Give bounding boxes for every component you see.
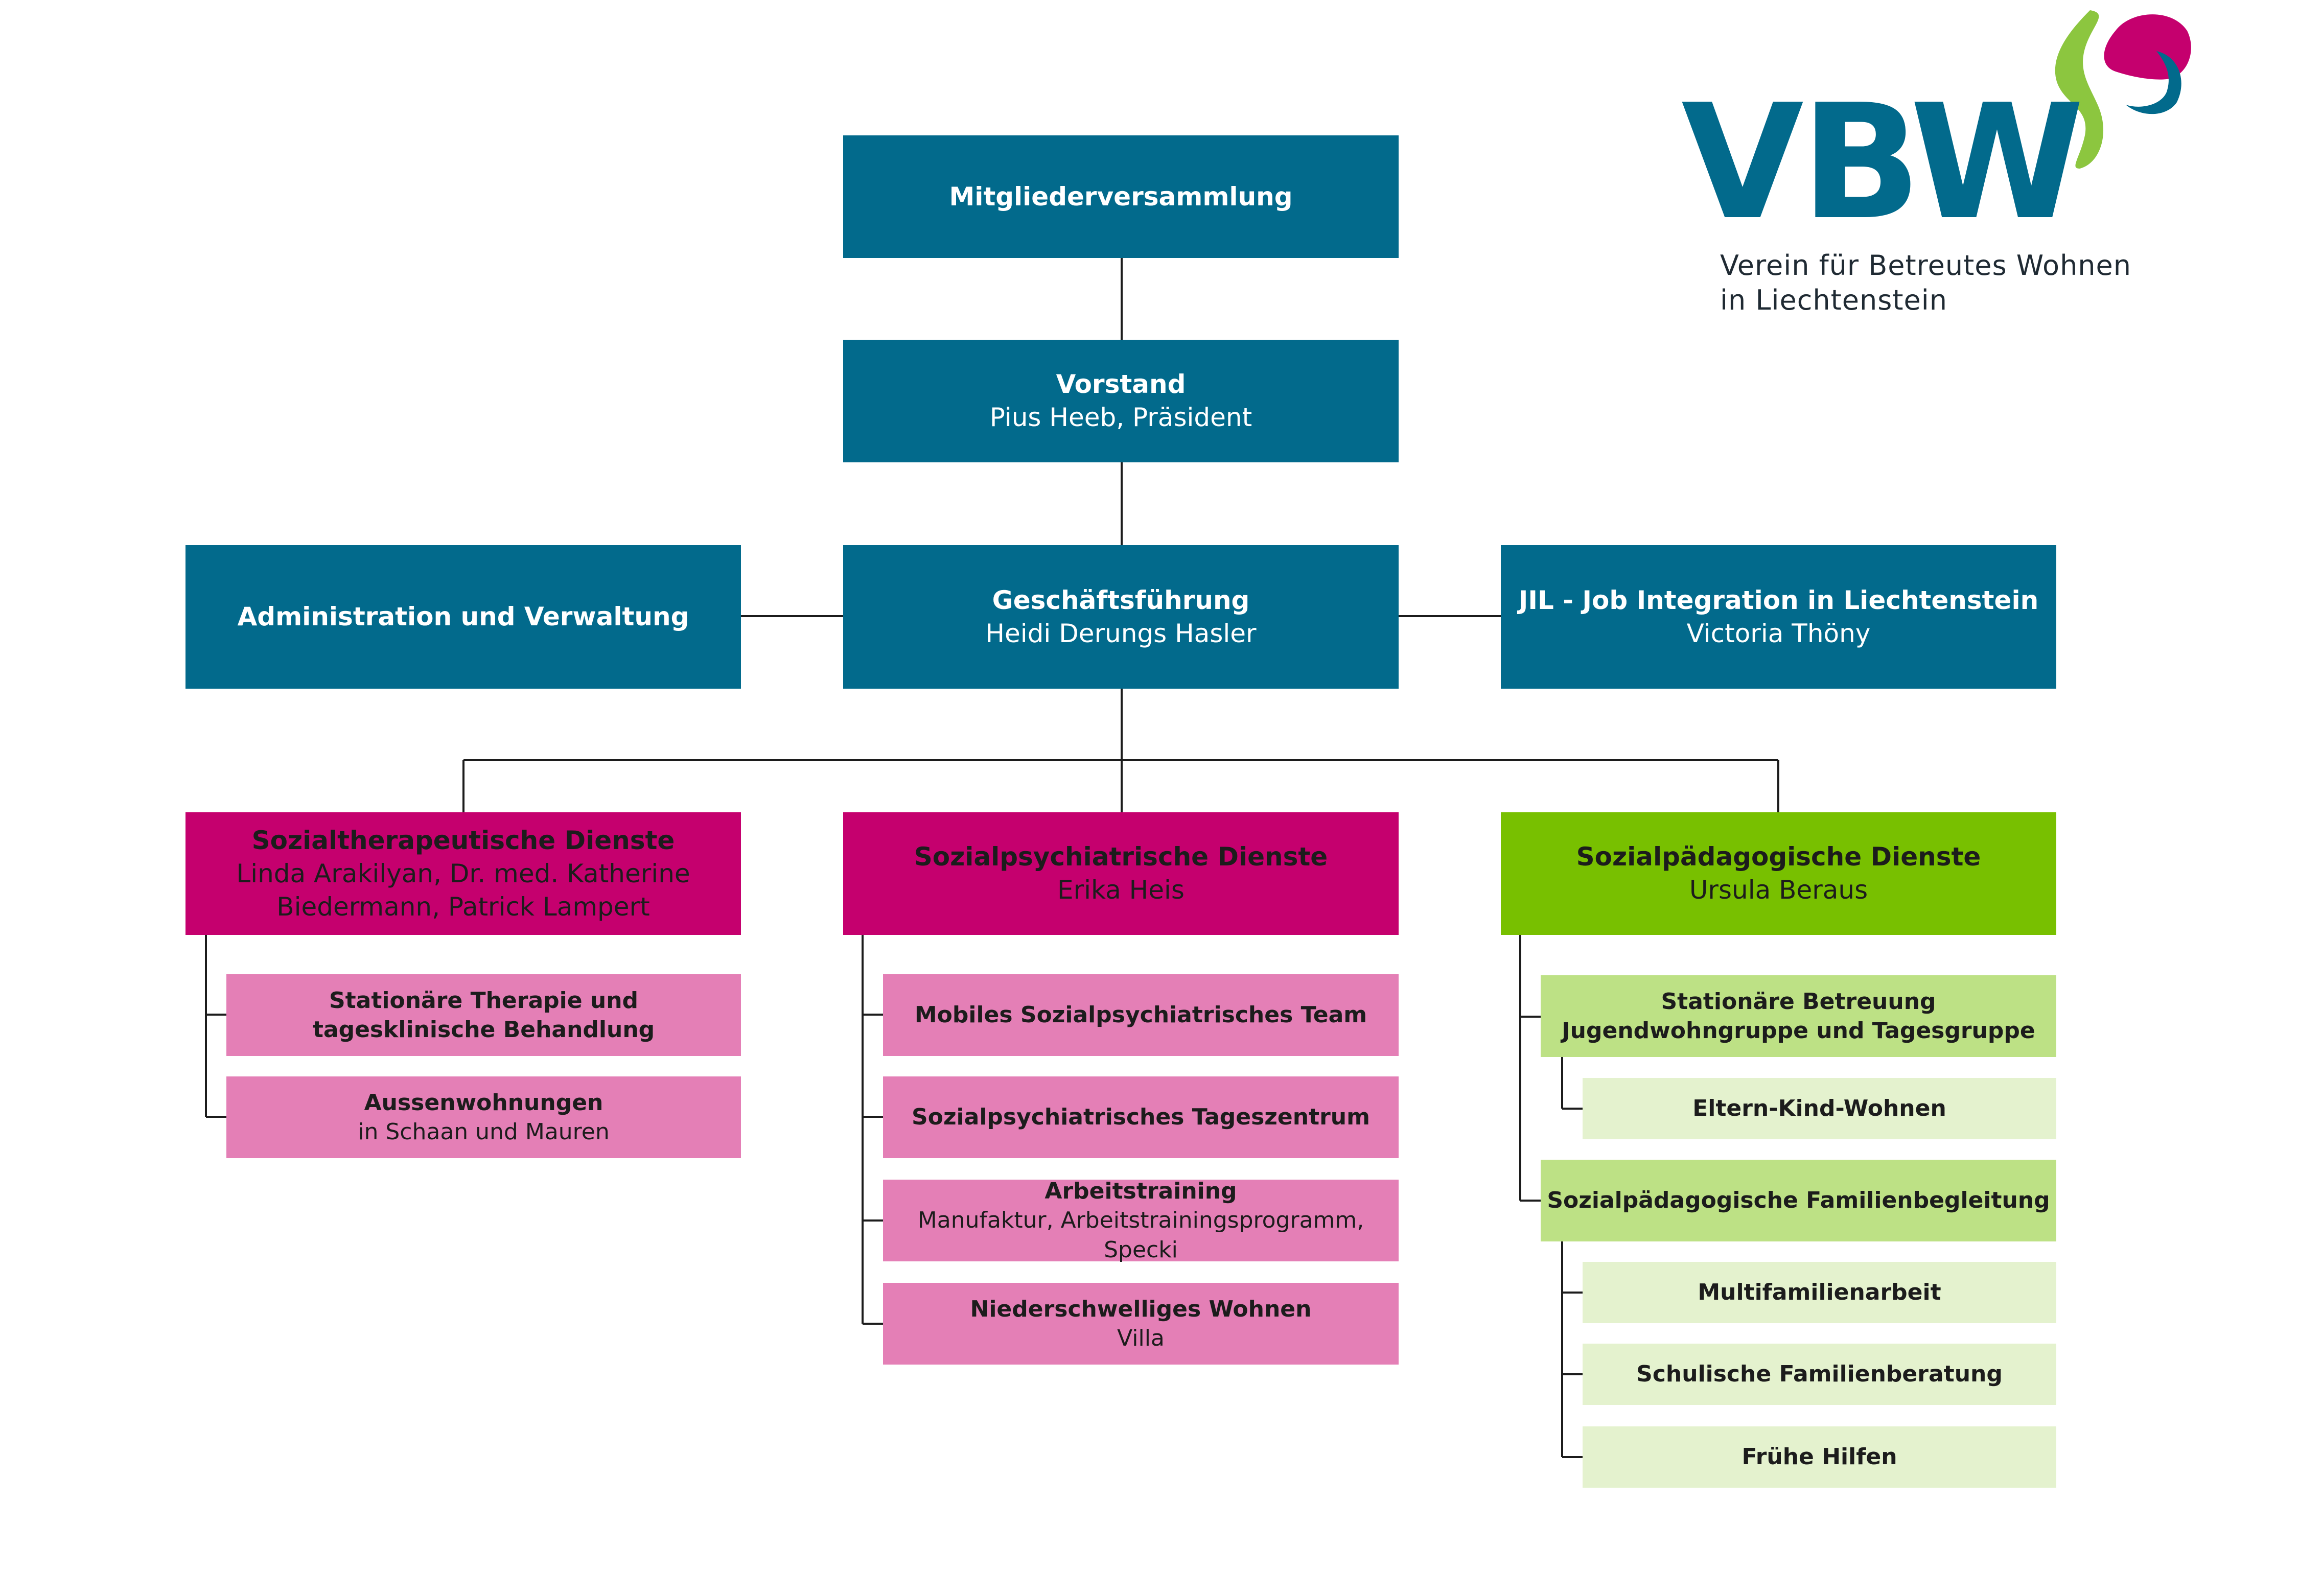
members-assembly-title: Mitgliederversammlung (949, 181, 1293, 212)
logo-tagline-line2: in Liechtenstein (1720, 284, 1947, 316)
logo-swirl-icon (2055, 10, 2191, 169)
unit-line1: Arbeitstraining (1044, 1178, 1237, 1205)
unit-line1: Aussenwohnungen (364, 1089, 603, 1116)
subunit-line1: Frühe Hilfen (1742, 1444, 1897, 1470)
vbw-logo: VBW (1681, 10, 2191, 240)
unit-line1: Sozialpädagogische Familienbegleitung (1547, 1187, 2050, 1214)
subunit-fruehe-hilfen: Frühe Hilfen (1583, 1426, 2056, 1488)
jil-box: JIL - Job Integration in Liechtenstein V… (1501, 545, 2056, 689)
dept-sozialpsychiatrisch: Sozialpsychiatrische Dienste Erika Heis (843, 812, 1399, 935)
dept-sozialpaedagogisch-title: Sozialpädagogische Dienste (1576, 842, 1981, 872)
unit-stationaere-betreuung: Stationäre Betreuung Jugendwohngruppe un… (1541, 975, 2056, 1057)
unit-line1: Stationäre Therapie und (329, 987, 639, 1014)
dept-sozialpaedagogisch-person: Ursula Beraus (1689, 875, 1868, 905)
board-box: Vorstand Pius Heeb, Präsident (843, 340, 1399, 462)
subunit-line1: Schulische Familienberatung (1636, 1361, 2003, 1388)
dept-sozialpaedagogisch: Sozialpädagogische Dienste Ursula Beraus (1501, 812, 2056, 935)
logo-wordmark: VBW (1681, 71, 2081, 240)
unit-niederschwelliges-wohnen: Niederschwelliges Wohnen Villa (883, 1283, 1399, 1365)
unit-line2: in Schaan und Mauren (358, 1119, 610, 1145)
management-title: Geschäftsführung (992, 585, 1250, 615)
unit-line1: Niederschwelliges Wohnen (970, 1296, 1312, 1322)
unit-mobiles-team: Mobiles Sozialpsychiatrisches Team (883, 974, 1399, 1056)
dept-sozialtherapeutisch-person-1: Linda Arakilyan, Dr. med. Katherine (236, 858, 690, 888)
unit-aussenwohnungen: Aussenwohnungen in Schaan und Mauren (226, 1076, 741, 1158)
unit-line2: Villa (1117, 1325, 1165, 1351)
dept-sozialpsychiatrisch-person: Erika Heis (1057, 875, 1185, 905)
admin-title: Administration und Verwaltung (237, 602, 689, 631)
unit-line1: Sozialpsychiatrisches Tageszentrum (912, 1104, 1370, 1131)
dept-sozialtherapeutisch-title: Sozialtherapeutische Dienste (251, 825, 675, 855)
management-person: Heidi Derungs Hasler (985, 618, 1257, 648)
unit-line1: Stationäre Betreuung (1661, 988, 1936, 1015)
board-title: Vorstand (1056, 369, 1186, 399)
subunit-schulische-familienberatung: Schulische Familienberatung (1583, 1344, 2056, 1405)
members-assembly-box: Mitgliederversammlung (843, 135, 1399, 258)
dept-sozialtherapeutisch-person-2: Biedermann, Patrick Lampert (276, 891, 650, 922)
dept-sozialpsychiatrisch-title: Sozialpsychiatrische Dienste (914, 842, 1328, 872)
unit-line2: tagesklinische Behandlung (312, 1017, 655, 1043)
subunit-line1: Multifamilienarbeit (1698, 1279, 1941, 1306)
logo-tagline: Verein für Betreutes Wohnen in Liechtens… (1720, 248, 2131, 317)
unit-line1: Mobiles Sozialpsychiatrisches Team (914, 1002, 1367, 1028)
dept-sozialtherapeutisch: Sozialtherapeutische Dienste Linda Araki… (185, 812, 741, 935)
unit-tageszentrum: Sozialpsychiatrisches Tageszentrum (883, 1076, 1399, 1158)
management-box: Geschäftsführung Heidi Derungs Hasler (843, 545, 1399, 689)
subunit-line1: Eltern-Kind-Wohnen (1692, 1095, 1946, 1122)
board-person: Pius Heeb, Präsident (989, 403, 1252, 432)
subunit-eltern-kind-wohnen: Eltern-Kind-Wohnen (1583, 1078, 2056, 1139)
subunit-multifamilienarbeit: Multifamilienarbeit (1583, 1262, 2056, 1323)
unit-familienbegleitung: Sozialpädagogische Familienbegleitung (1541, 1160, 2056, 1241)
unit-arbeitstraining: Arbeitstraining Manufaktur, Arbeitstrain… (883, 1178, 1399, 1263)
unit-line2: Manufaktur, Arbeitstrainingsprogramm, Sp… (917, 1207, 1364, 1263)
logo-tagline-line1: Verein für Betreutes Wohnen (1720, 249, 2131, 281)
jil-title: JIL - Job Integration in Liechtenstein (1518, 585, 2039, 615)
jil-person: Victoria Thöny (1686, 618, 1871, 648)
unit-line2: Jugendwohngruppe und Tagesgruppe (1562, 1018, 2035, 1044)
unit-stationaere-therapie: Stationäre Therapie und tagesklinische B… (226, 974, 741, 1056)
admin-box: Administration und Verwaltung (185, 545, 741, 689)
